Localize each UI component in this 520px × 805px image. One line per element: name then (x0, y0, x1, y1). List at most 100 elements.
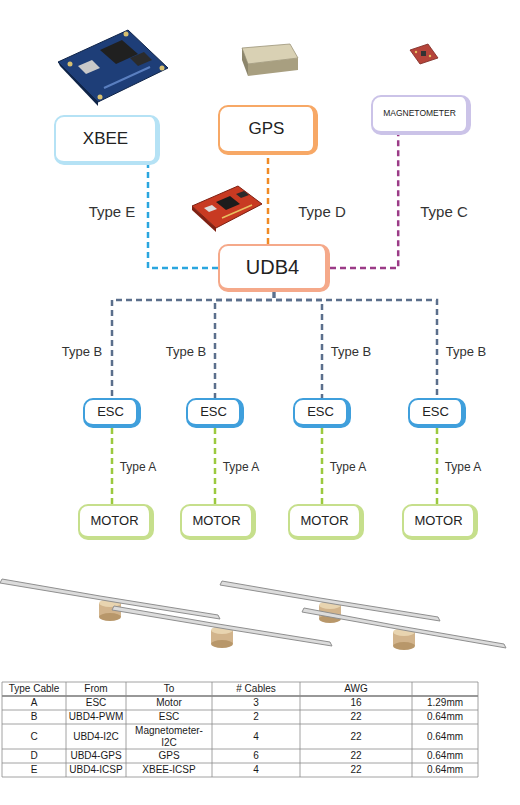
table-cell: ESC (126, 710, 212, 724)
table-cell: UBD4-PWM (66, 710, 126, 724)
table-cell: 0.64mm (412, 763, 478, 777)
table-rule (2, 749, 478, 750)
table-cell: 16 (300, 696, 412, 710)
cable-type-label: Type B (444, 345, 488, 360)
cable-type-label: Type A (118, 461, 159, 475)
table-cell: 6 (212, 749, 300, 763)
node-label: UDB4 (246, 256, 299, 279)
cable-connector (215, 292, 274, 398)
table-cell: From (66, 682, 126, 696)
table-rule (126, 682, 127, 777)
table-cell: 22 (300, 763, 412, 777)
cable-type-label: Type B (164, 345, 208, 360)
node-label: XBEE (83, 129, 128, 149)
node-label: GPS (249, 119, 285, 139)
node-label: ESC (97, 405, 124, 420)
table-cell: Magnetometer-I2C (126, 724, 212, 749)
table-rule (212, 682, 213, 777)
cable-type-label: Type B (329, 345, 373, 360)
esc-box: ESC (83, 398, 141, 428)
table-rule (2, 724, 478, 725)
node-label: MOTOR (192, 514, 240, 529)
xbee-box: XBEE (54, 115, 160, 165)
table-rule (2, 682, 478, 683)
esc-box: ESC (408, 398, 466, 428)
motor-box: MOTOR (402, 504, 477, 540)
motor-box: MOTOR (180, 504, 255, 540)
gps-box: GPS (218, 105, 318, 155)
table-cell: GPS (126, 749, 212, 763)
cable-type-label: Type C (418, 203, 470, 220)
table-cell: UBD4-I2C (66, 724, 126, 749)
node-label: MOTOR (300, 514, 348, 529)
table-cell: UBD4-GPS (66, 749, 126, 763)
cable-connector (111, 428, 114, 504)
cable-connector (267, 155, 270, 244)
table-rule (300, 682, 301, 777)
table-cell: C (2, 724, 66, 749)
table-cell: XBEE-ICSP (126, 763, 212, 777)
cable-type-label: Type B (60, 345, 104, 360)
table-cell: B (2, 710, 66, 724)
table-rule (2, 695, 478, 696)
table-cell: ESC (66, 696, 126, 710)
table-cell: 4 (212, 724, 300, 749)
table-cell: 0.64mm (412, 710, 478, 724)
cable-connector (148, 165, 218, 268)
table-rule (66, 682, 67, 777)
node-label: ESC (307, 405, 334, 420)
cable-connector (112, 292, 274, 398)
cable-type-label: Type A (328, 461, 369, 475)
motor-box: MOTOR (288, 504, 363, 540)
table-cell: AWG (300, 682, 412, 696)
table-cell: A (2, 696, 66, 710)
table-cell: E (2, 763, 66, 777)
table-rule (2, 710, 478, 711)
gps-module-picture (242, 44, 298, 76)
cable-type-label: Type E (87, 203, 138, 220)
table-rule (2, 763, 478, 764)
propeller-picture (0, 579, 506, 650)
controller-box: UDB4 (218, 244, 330, 292)
node-label: MOTOR (90, 514, 138, 529)
cable-type-label: Type A (221, 461, 262, 475)
table-rule (2, 682, 3, 777)
table-cell: To (126, 682, 212, 696)
table-rule (478, 682, 479, 777)
table-cell: D (2, 749, 66, 763)
cable-connector (274, 292, 322, 398)
cable-connector (436, 428, 439, 504)
magnetometer-box: MAGNETOMETER (371, 95, 471, 135)
motor-box: MOTOR (78, 504, 153, 540)
esc-box: ESC (186, 398, 244, 428)
magnetometer-picture (410, 44, 438, 64)
node-label: ESC (200, 405, 227, 420)
table-cell: 4 (212, 763, 300, 777)
node-label: MOTOR (414, 514, 462, 529)
table-cell: 22 (300, 749, 412, 763)
table-cell: UBD4-ICSP (66, 763, 126, 777)
cable-connector (321, 428, 324, 504)
table-cell: 0.64mm (412, 749, 478, 763)
table-cell: 0.64mm (412, 724, 478, 749)
cable-connector (214, 428, 217, 504)
table-cell: Motor (126, 696, 212, 710)
table-cell: 22 (300, 724, 412, 749)
cable-connector (274, 292, 437, 398)
udb4-board-picture (192, 186, 262, 232)
cable-connector (330, 135, 398, 268)
table-cell: 22 (300, 710, 412, 724)
table-rule (2, 777, 478, 778)
table-cell: # Cables (212, 682, 300, 696)
cable-type-label: Type A (443, 461, 484, 475)
esc-box: ESC (293, 398, 351, 428)
node-label: MAGNETOMETER (383, 109, 456, 119)
cable-type-label: Type D (296, 203, 348, 220)
table-cell: 2 (212, 710, 300, 724)
xbee-board-picture (58, 30, 168, 106)
node-label: ESC (422, 405, 449, 420)
table-rule (412, 682, 413, 777)
table-cell: 3 (212, 696, 300, 710)
table-cell: Type Cable (2, 682, 66, 696)
table-cell: 1.29mm (412, 696, 478, 710)
